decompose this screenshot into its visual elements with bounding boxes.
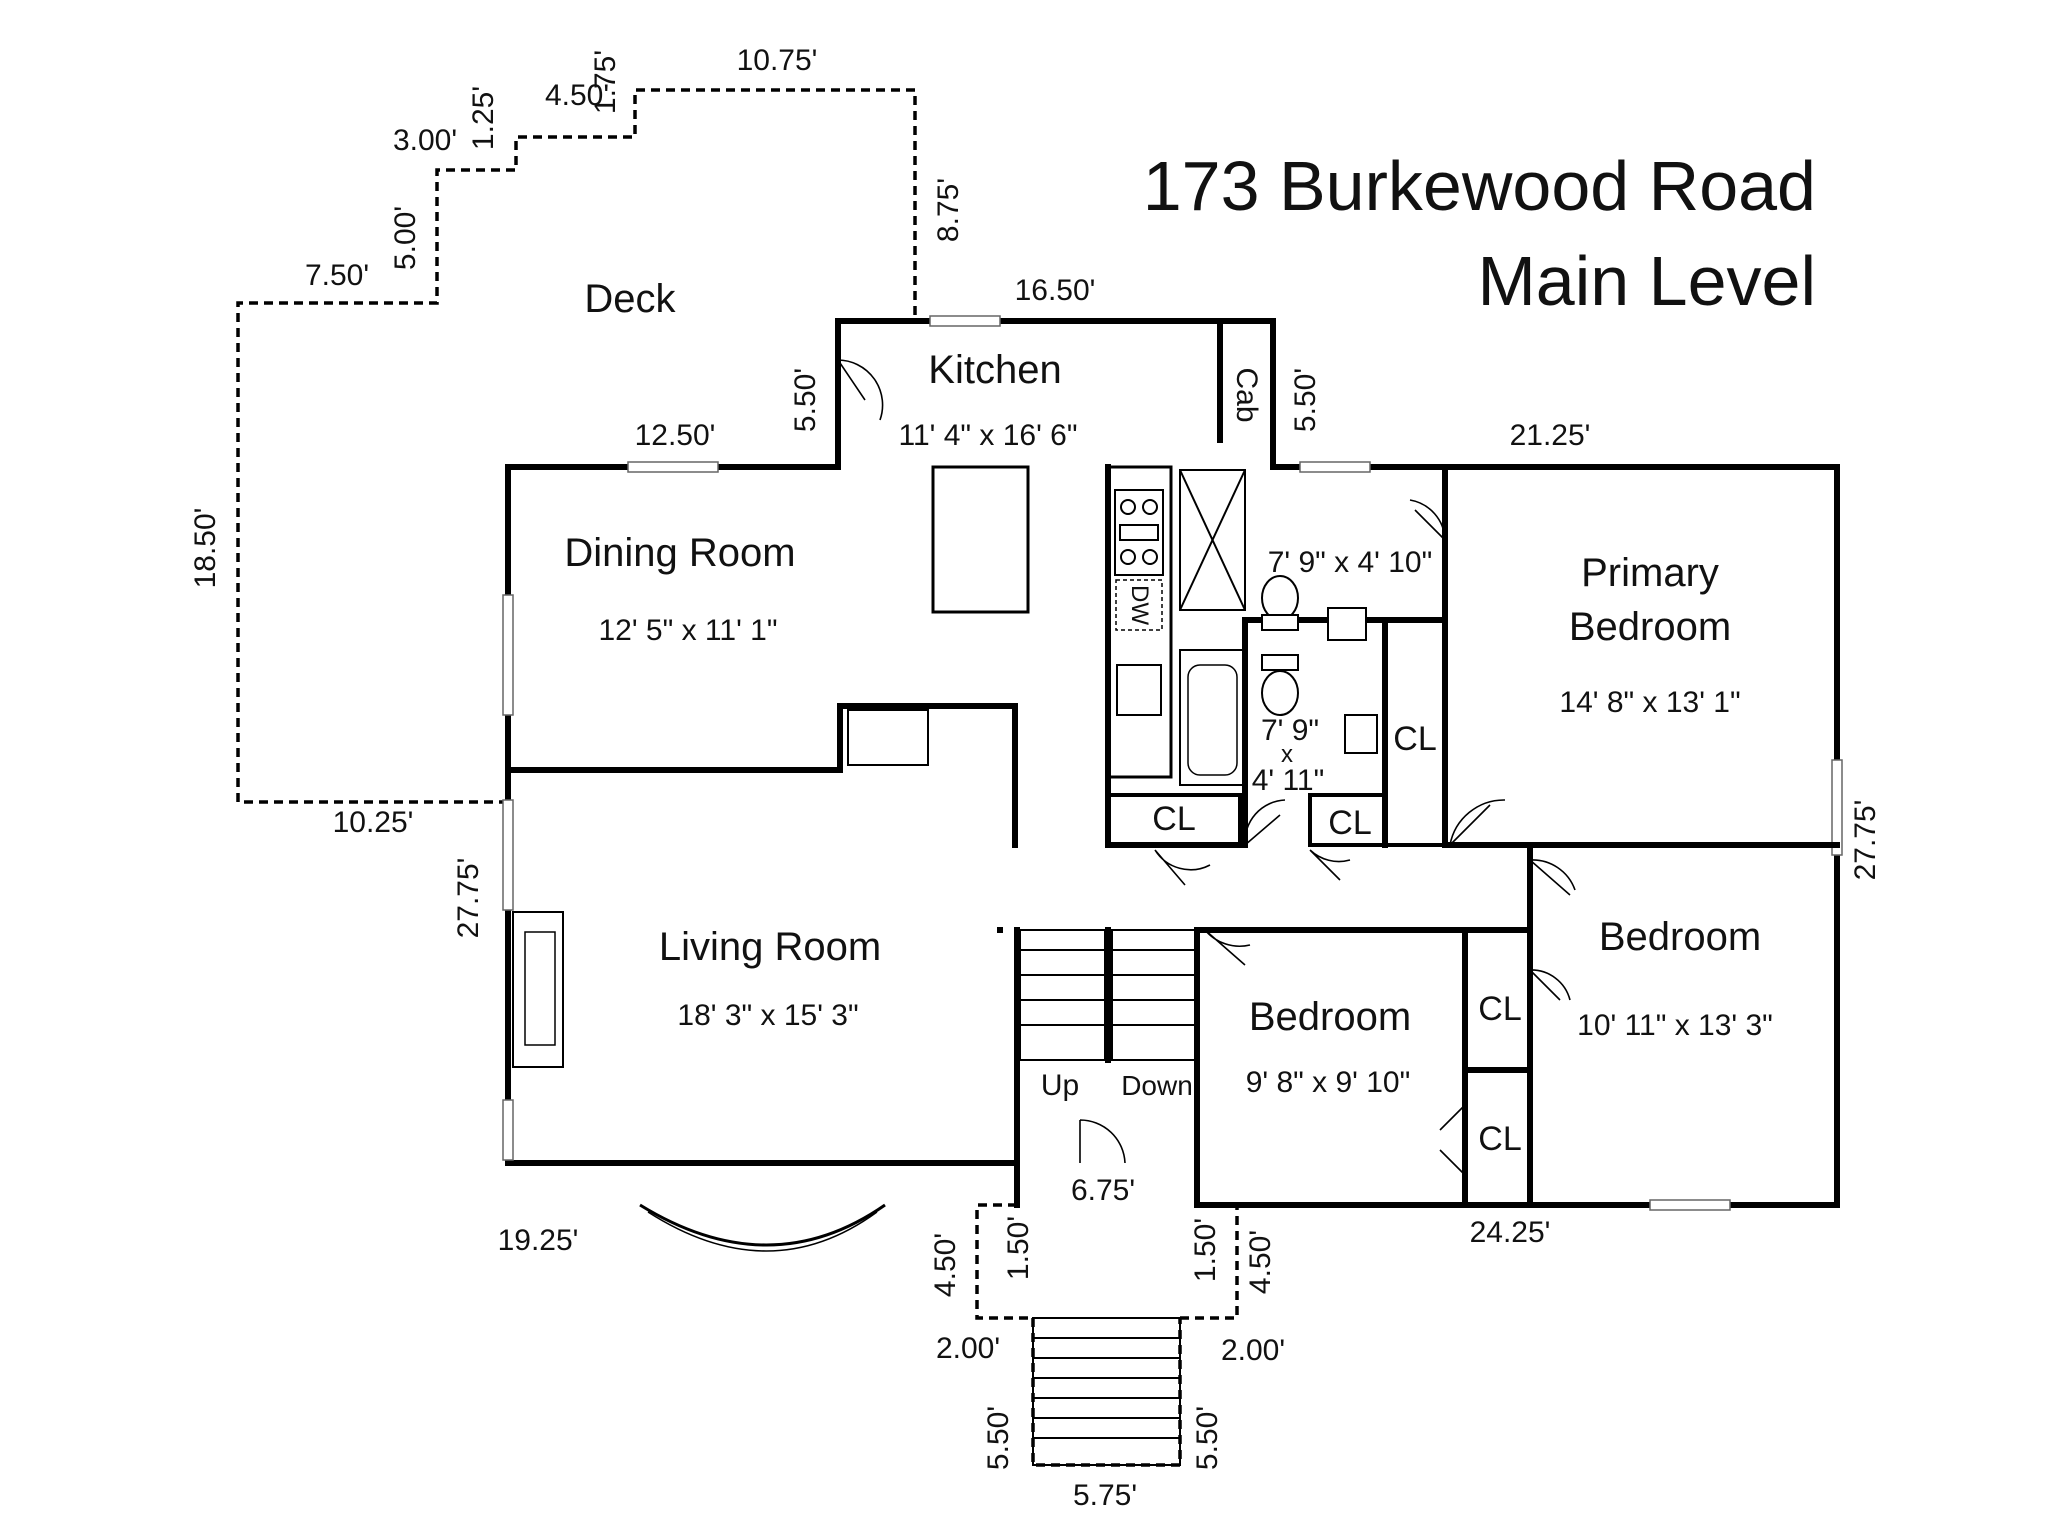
dim-porch: 4.50'	[929, 1233, 962, 1297]
primary-bedroom-label-1: Primary	[1581, 551, 1719, 595]
dim-porch: 1.50'	[1189, 1218, 1222, 1282]
bedroom-middle-size: 9' 8" x 9' 10"	[1246, 1066, 1411, 1099]
windows	[502, 315, 1843, 1211]
deck-label: Deck	[584, 277, 676, 321]
cab-label: Cab	[1230, 367, 1263, 422]
closet-label: CL	[1328, 804, 1371, 842]
bathtub	[1179, 649, 1246, 786]
address-title: 173 Burkewood Road	[1143, 147, 1816, 225]
dim-bottom-right: 24.25'	[1470, 1216, 1551, 1249]
kitchen-island	[931, 465, 1030, 614]
bath-door	[1409, 499, 1446, 541]
hall-door	[1154, 849, 1211, 886]
dim-porch: 2.00'	[936, 1332, 1000, 1365]
dim-porch: 4.50'	[1244, 1230, 1277, 1294]
dining-size: 12' 5" x 11' 1"	[599, 614, 778, 647]
stairs-up-label: Up	[1041, 1069, 1079, 1102]
dim-kitchen-left: 5.50'	[789, 368, 822, 432]
dim-left-side: 27.75'	[452, 858, 485, 939]
dim-deck-step: 1.25'	[467, 86, 500, 150]
bath2-door	[1244, 799, 1286, 846]
kitchen-sink	[847, 709, 929, 766]
dim-deck-step: 7.50'	[305, 259, 369, 292]
dim-entry: 6.75'	[1071, 1174, 1135, 1207]
deck-outline	[236, 88, 917, 804]
dim-deck-top: 10.75'	[737, 44, 818, 77]
toilet-icon	[1261, 654, 1299, 716]
bedroom-right-size: 10' 11" x 13' 3"	[1577, 1009, 1773, 1042]
closet-label: CL	[1478, 990, 1521, 1028]
closet-label: CL	[1152, 800, 1195, 838]
dining-label: Dining Room	[564, 531, 795, 575]
bath2-size-1: 7' 9"	[1261, 714, 1319, 747]
dim-kitchen-top: 16.50'	[1015, 274, 1096, 307]
bedroom-right-label: Bedroom	[1599, 915, 1761, 959]
primary-door	[1449, 799, 1506, 846]
bath1-size: 7' 9" x 4' 10"	[1268, 546, 1433, 579]
bedroom-middle-label: Bedroom	[1249, 995, 1411, 1039]
dim-steps-bottom: 5.75'	[1073, 1479, 1137, 1512]
dim-porch: 2.00'	[1221, 1334, 1285, 1367]
dishwasher	[1115, 579, 1163, 631]
entry-steps	[1032, 1317, 1181, 1466]
dim-bottom-left: 19.25'	[498, 1224, 579, 1257]
dim-steps-left: 5.50'	[982, 1406, 1015, 1470]
dim-deck-step: 3.00'	[393, 124, 457, 157]
closet-door	[1439, 1104, 1466, 1176]
closet-door	[1309, 849, 1351, 881]
level-title: Main Level	[1477, 242, 1816, 320]
stove-icon	[1114, 489, 1164, 576]
kitchen-door	[837, 359, 884, 421]
dim-porch: 1.50'	[1002, 1216, 1035, 1280]
stairs-down-label: Down	[1121, 1070, 1193, 1101]
dim-deck-side: 8.75'	[932, 178, 965, 242]
dim-deck-step: 4.50'	[545, 79, 609, 112]
kitchen-size: 11' 4" x 16' 6"	[899, 419, 1078, 452]
living-label: Living Room	[659, 925, 881, 969]
dim-deck-step: 1.75'	[589, 50, 622, 114]
dim-deck-left: 18.50'	[189, 508, 222, 589]
primary-bedroom-size: 14' 8" x 13' 1"	[1559, 686, 1740, 719]
dim-dining-top: 12.50'	[635, 419, 716, 452]
porch-outline	[975, 1203, 1033, 1320]
bath2-size-2: x	[1281, 741, 1293, 768]
dim-steps-right: 5.50'	[1191, 1406, 1224, 1470]
living-size: 18' 3" x 15' 3"	[677, 999, 858, 1032]
primary-bedroom-label-2: Bedroom	[1569, 605, 1731, 649]
bay-window	[639, 1203, 886, 1247]
dim-deck-bottom: 10.25'	[333, 806, 414, 839]
dim-deck-step: 5.00'	[389, 206, 422, 270]
dim-bedroom-top: 21.25'	[1510, 419, 1591, 452]
counter-sink	[1116, 664, 1162, 716]
closet-door	[1529, 969, 1571, 1001]
dishwasher-label: DW	[1126, 585, 1153, 625]
dim-kitchen-right: 5.50'	[1289, 368, 1322, 432]
bedroom-door	[1204, 929, 1251, 966]
stairs	[1019, 927, 1198, 1063]
bedroom-right-door	[1529, 859, 1576, 896]
kitchen-label: Kitchen	[928, 348, 1061, 392]
bath-sink	[1344, 714, 1378, 754]
dim-right-side: 27.75'	[1849, 800, 1882, 881]
closet-hall	[1106, 793, 1242, 847]
closet-primary	[1383, 618, 1447, 847]
bath2-size-3: 4' 11"	[1252, 764, 1325, 797]
entry-steps-outline	[1031, 1318, 1182, 1467]
toilet-icon	[1261, 575, 1299, 631]
closet-label: CL	[1478, 1120, 1521, 1158]
closet-label: CL	[1393, 720, 1436, 758]
bath-sink	[1327, 607, 1367, 641]
front-door	[1079, 1119, 1126, 1164]
